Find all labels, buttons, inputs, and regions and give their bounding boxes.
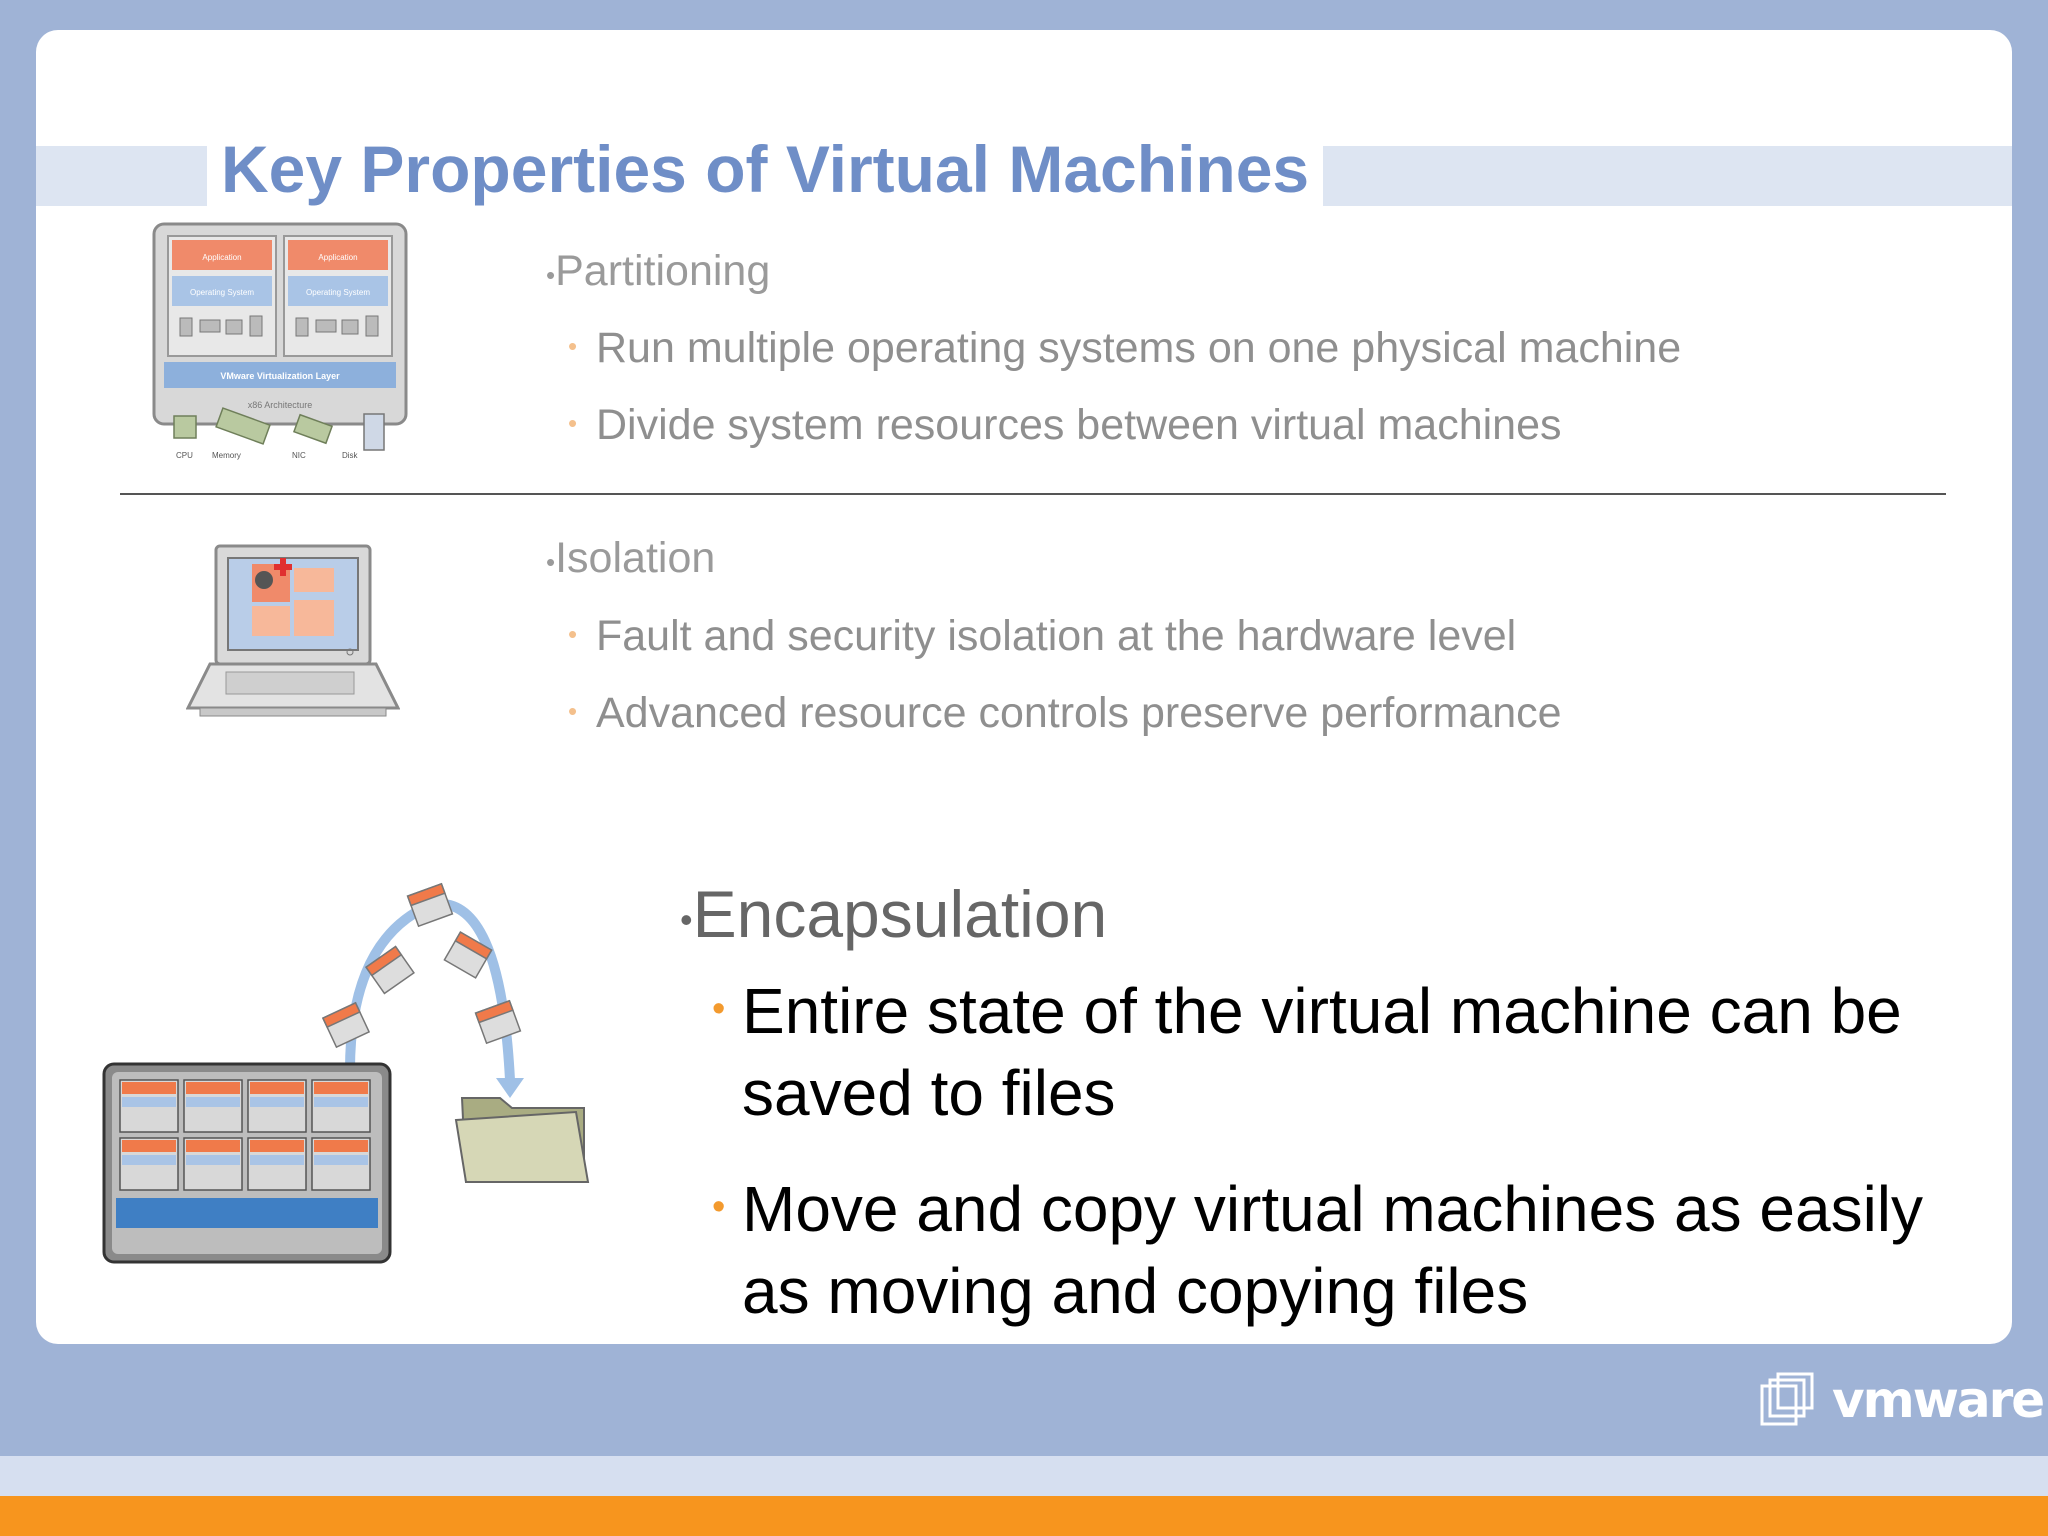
cpu-label: CPU xyxy=(176,451,193,460)
os-label-1: Operating System xyxy=(190,288,254,297)
memory-label: Memory xyxy=(212,451,241,460)
bullet-text: Fault and security isolation at the hard… xyxy=(596,612,1517,660)
slide-title: Key Properties of Virtual Machines xyxy=(221,132,1310,206)
list-item: • Entire state of the virtual machine can… xyxy=(680,970,1982,1134)
app-label-2: Application xyxy=(318,253,357,262)
x86-arch-label: x86 Architecture xyxy=(248,400,313,410)
bullet-dot: • xyxy=(546,260,556,290)
bullet-dot: • xyxy=(568,408,578,438)
section-partitioning: •Partitioning •Run multiple operating sy… xyxy=(546,246,1681,450)
bullet-dot: • xyxy=(712,988,726,1030)
section-encapsulation: •Encapsulation •Entire state of the virt… xyxy=(680,876,1982,1332)
heading-text: Partitioning xyxy=(555,247,771,295)
app-label-1: Application xyxy=(202,253,241,262)
bullet-text: Move and copy virtual machines as easily… xyxy=(742,1173,1923,1327)
nic-label: NIC xyxy=(292,451,306,460)
heading-text: Isolation xyxy=(555,534,716,582)
bullet-text: Entire state of the virtual machine can … xyxy=(742,975,1902,1129)
section-isolation: •Isolation •Fault and security isolation… xyxy=(546,533,1562,738)
bullet-dot: • xyxy=(546,547,556,577)
partitioning-diagram: Application Application Operating System… xyxy=(152,222,408,460)
list-item: • Run multiple operating systems on one p… xyxy=(546,323,1681,373)
disk-label: Disk xyxy=(342,451,359,460)
section-heading: •Partitioning xyxy=(546,246,1681,296)
orange-accent-bar xyxy=(0,1496,2048,1536)
bullet-text: Run multiple operating systems on one ph… xyxy=(596,324,1682,372)
vmware-squares-icon xyxy=(1760,1372,1814,1426)
encapsulation-illustration xyxy=(102,882,590,1264)
os-label-2: Operating System xyxy=(306,288,370,297)
title-box: Key Properties of Virtual Machines xyxy=(207,132,1324,206)
section-heading: •Encapsulation xyxy=(680,876,1982,952)
vmware-logo-text: vmware xyxy=(1832,1371,2045,1429)
bullet-dot: • xyxy=(712,1186,726,1228)
isolation-laptop-illustration xyxy=(186,544,400,717)
bullet-text: Divide system resources between virtual … xyxy=(596,401,1562,449)
bullet-dot: • xyxy=(568,696,578,726)
bullet-dot: • xyxy=(680,899,693,940)
vmware-logo: vmware xyxy=(1758,1370,2045,1430)
bullet-dot: • xyxy=(568,331,578,361)
virtualization-layer-label: VMware Virtualization Layer xyxy=(220,371,340,381)
footer-strip xyxy=(0,1456,2048,1496)
list-item: • Fault and security isolation at the har… xyxy=(546,611,1562,661)
bullet-dot: • xyxy=(568,619,578,649)
list-item: • Move and copy virtual machines as easil… xyxy=(680,1168,1982,1332)
heading-text: Encapsulation xyxy=(692,877,1108,951)
list-item: • Divide system resources between virtual… xyxy=(546,400,1681,450)
section-divider xyxy=(120,493,1946,495)
bullet-text: Advanced resource controls preserve perf… xyxy=(596,689,1562,737)
list-item: • Advanced resource controls preserve per… xyxy=(546,688,1562,738)
section-heading: •Isolation xyxy=(546,533,1562,583)
